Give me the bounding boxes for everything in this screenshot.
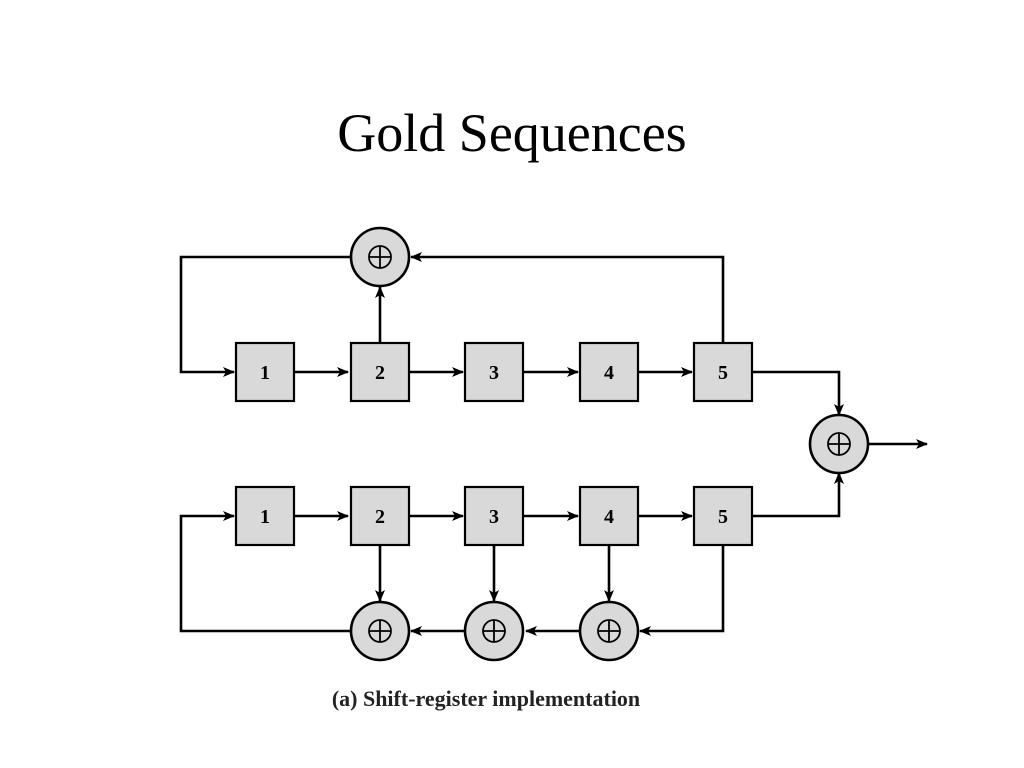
xor-gate-output [808,413,870,475]
xor-gate-bottom-1 [349,600,411,662]
bottom-cell-1-label: 1 [260,506,270,528]
top-cell-2: 2 [349,341,411,403]
bottom-cell-2-label: 2 [375,506,385,528]
top-output [752,370,844,416]
bottom-cell-3-label: 3 [489,506,499,528]
bottom-cell-1: 1 [234,485,296,547]
page-title: Gold Sequences [337,103,687,163]
top-feedback-to-cell1 [179,255,352,377]
xor-gate-top [349,226,411,288]
top-cell-4: 4 [578,341,640,403]
top-cell-5-label: 5 [718,362,728,384]
xor-gate-bottom-2 [463,600,525,662]
top-register: 1 2 3 4 5 [234,341,754,403]
xor-gate-bottom-3 [578,600,640,662]
bottom-cell-5: 5 [692,485,754,547]
bottom-cell-3: 3 [463,485,525,547]
bottom-cell-4-label: 4 [604,506,614,528]
top-cell-3-label: 3 [489,362,499,384]
bottom-cell-5-label: 5 [718,506,728,528]
bottom-cell-4: 4 [578,485,640,547]
bottom-register: 1 2 3 4 5 [234,485,754,547]
bottom-tap-cell5 [639,546,725,636]
bottom-feedback-to-cell1 [179,511,352,633]
figure-caption: (a) Shift-register implementation [331,686,641,711]
top-cell-4-label: 4 [604,362,614,384]
top-register-wires [179,252,844,416]
top-cell-1-label: 1 [260,362,270,384]
top-cell-5: 5 [692,341,754,403]
bottom-cell-2: 2 [349,485,411,547]
bottom-register-wires [179,472,844,636]
top-cell-1: 1 [234,341,296,403]
top-cell-3: 3 [463,341,525,403]
top-tap-cell5 [410,252,725,342]
bottom-output [752,472,844,518]
top-cell-2-label: 2 [375,362,385,384]
